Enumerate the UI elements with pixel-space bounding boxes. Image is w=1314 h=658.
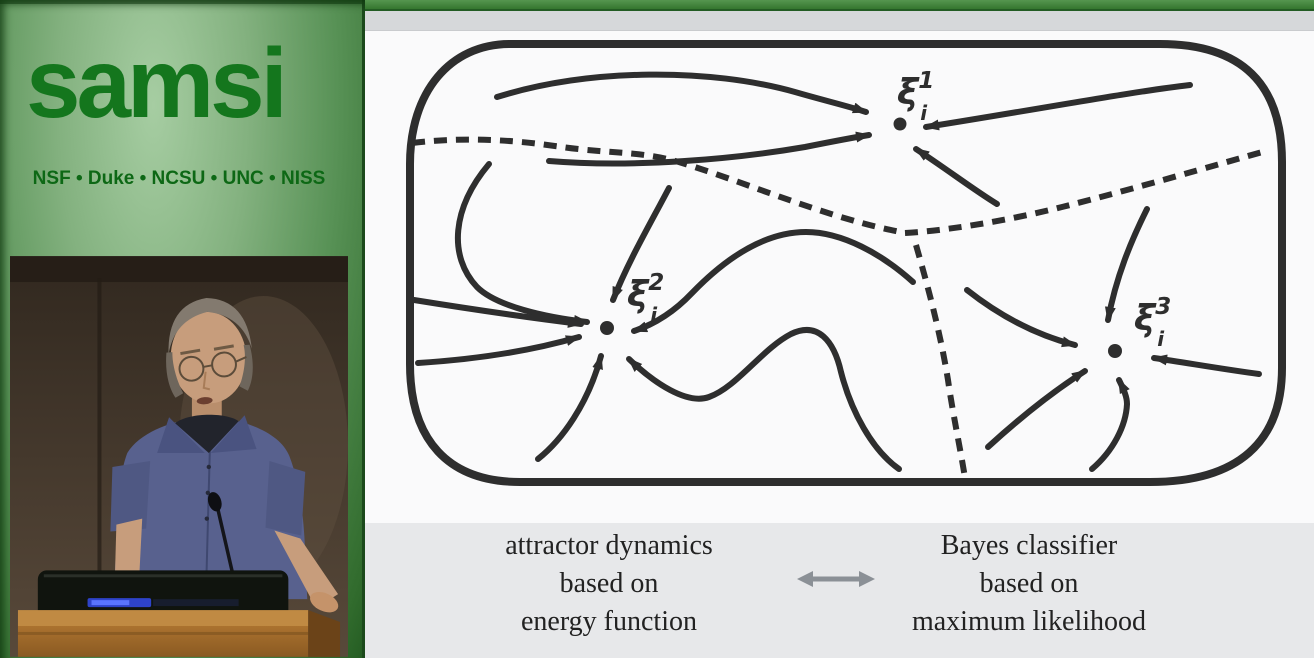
monitor [37,570,289,623]
attractor-point-2 [600,321,614,335]
podium-front [17,625,309,657]
slide-top-green-bar [365,0,1314,11]
wall-seam [97,278,102,597]
microphone-head [207,492,222,512]
monitor-blue-glow [91,600,130,606]
left-sleeve [110,460,151,532]
shirt-button [204,516,210,521]
monitor-top-edge [43,574,283,578]
attractor-point-1 [893,117,907,131]
flow-lines [411,71,1262,472]
glasses-bridge [203,364,213,368]
attractor-point-3 [1108,344,1122,358]
wall-top-band [10,256,348,283]
podium-groove [17,631,309,635]
hair [168,297,252,355]
caption-attractor-dynamics: attractor dynamics based on energy funct… [423,527,795,641]
monitor-dim-lights [153,599,239,607]
podium-top-edge [17,610,309,626]
samsi-tagline: NSF • Duke • NCSU • UNC • NISS [32,168,326,189]
speaker-hand [310,591,339,613]
caption-line: based on [979,568,1079,599]
slide-top-gray-bar [365,11,1314,31]
caption-line: maximum likelihood [911,606,1147,637]
hair-side-right [239,344,253,391]
caption-line: energy function [521,606,697,637]
caption-bayes-classifier: Bayes classifier based on maximum likeli… [833,527,1225,641]
right-sleeve [265,460,306,536]
samsi-logo: samsi [26,28,288,138]
caption-line: Bayes classifier [940,530,1118,561]
hair-side-left [166,352,184,398]
diagram-boundary [406,40,1286,486]
nose [202,371,211,391]
glasses-temple [235,356,247,363]
collar-flap-left [157,417,205,454]
caption-strip: attractor dynamics based on energy funct… [365,523,1314,658]
double-arrow-icon [797,571,875,587]
podium [17,610,341,657]
glasses-left-lens [178,355,205,382]
mouth [196,397,213,405]
speaker-photo [10,255,348,658]
collar-flap-right [210,415,257,454]
podium-side [308,610,341,657]
monitor-body [37,570,289,623]
right-forearm [274,530,339,609]
head [166,297,253,405]
shirt [113,418,308,600]
caption-line: based on [559,568,659,599]
speaker-photo-scene [10,256,348,657]
shirt-button [206,464,212,470]
tshirt-collar [175,414,239,454]
shirt-button [205,490,211,495]
caption-line: attractor dynamics [505,530,713,561]
eyebrows [180,344,234,356]
left-branding-panel: samsi NSF • Duke • NCSU • UNC • NISS [0,0,365,658]
